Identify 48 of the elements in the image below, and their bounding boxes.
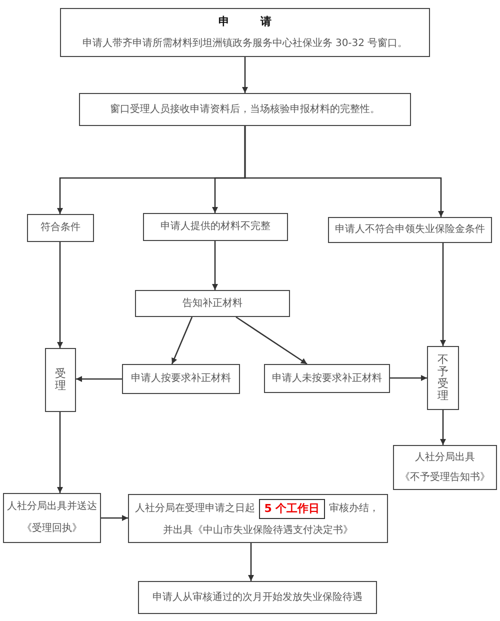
arrow bbox=[242, 57, 248, 93]
step-text: 《受理回执》 bbox=[22, 523, 82, 535]
process-box bbox=[328, 217, 492, 243]
process-box bbox=[143, 213, 288, 241]
process-box bbox=[138, 581, 377, 614]
step-text: 受理 bbox=[55, 368, 66, 392]
arrow bbox=[76, 376, 122, 382]
arrow bbox=[57, 242, 63, 348]
step-text: 申请人提供的材料不完整 bbox=[160, 221, 270, 233]
step-text: 申请人未按要求补正材料 bbox=[272, 372, 382, 384]
process-box bbox=[427, 346, 459, 410]
arrow bbox=[212, 241, 218, 290]
process-box bbox=[393, 445, 497, 490]
arrow bbox=[390, 375, 427, 381]
arrow bbox=[440, 243, 446, 346]
highlight-box bbox=[259, 499, 325, 519]
step-text: 符合条件 bbox=[40, 222, 80, 234]
step-text: 不予受理 bbox=[438, 354, 448, 402]
arrow bbox=[244, 126, 444, 217]
arrow bbox=[248, 543, 254, 581]
step-text: 申请人不符合申领失业保险金条件 bbox=[335, 224, 485, 236]
arrow bbox=[171, 316, 193, 364]
process-box bbox=[79, 93, 411, 126]
step-text: 并出具《中山市失业保险待遇支付决定书》 bbox=[162, 525, 354, 537]
step-text: 人社分局出具并送达 bbox=[7, 501, 97, 513]
step-text: 告知补正材料 bbox=[182, 298, 242, 310]
process-box bbox=[128, 494, 388, 543]
process-box bbox=[264, 364, 390, 393]
step-title: 申 请 bbox=[218, 15, 272, 29]
step-text: 人社分局在受理申请之日起 bbox=[135, 503, 255, 515]
step-text: 申请人按要求补正材料 bbox=[131, 373, 231, 385]
step-text: 窗口受理人员接收申请资料后，当场核验申报材料的完整性。 bbox=[110, 104, 380, 116]
arrow bbox=[101, 515, 128, 521]
step-text: 《不予受理告知书》 bbox=[400, 472, 490, 484]
step-text: 申请人从审核通过的次月开始发放失业保险待遇 bbox=[152, 592, 362, 604]
process-box bbox=[3, 493, 101, 543]
step-text: 申请人带齐申请所需材料到坦洲镇政务服务中心社保业务 30-32 号窗口。 bbox=[82, 38, 408, 50]
process-box bbox=[45, 348, 76, 412]
process-box bbox=[60, 8, 430, 57]
step-text: 人社分局出具 bbox=[415, 452, 475, 464]
process-box bbox=[27, 214, 94, 242]
step-text: 审核办结， bbox=[329, 503, 379, 515]
process-box bbox=[122, 364, 240, 394]
arrow bbox=[440, 410, 446, 445]
deadline-text: 5 个工作日 bbox=[264, 502, 320, 516]
process-box bbox=[135, 290, 290, 317]
arrow bbox=[57, 412, 63, 493]
arrow bbox=[236, 316, 308, 365]
